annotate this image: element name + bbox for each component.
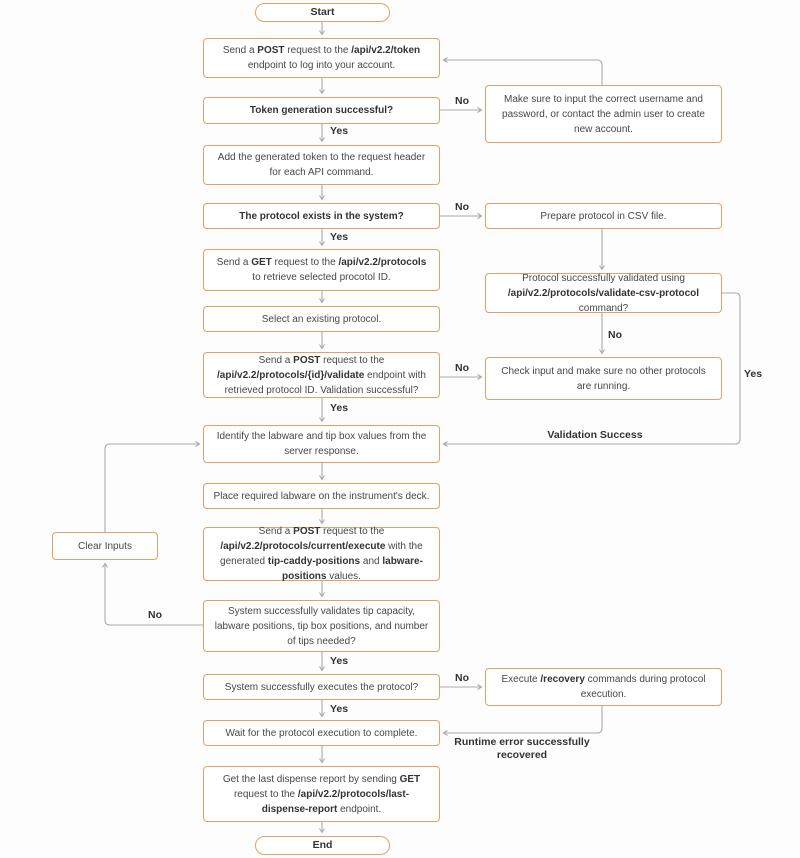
label-yes-protocol-exists: Yes bbox=[330, 231, 349, 243]
node-start: Start bbox=[255, 3, 390, 22]
node-get-report: Get the last dispense report by sending … bbox=[203, 766, 440, 822]
node-place-labware: Place required labware on the instrument… bbox=[203, 483, 440, 509]
node-prepare-csv: Prepare protocol in CSV file. bbox=[485, 203, 722, 229]
label-no-system-validates: No bbox=[148, 609, 162, 621]
label-no-protocol-exists: No bbox=[455, 201, 469, 213]
label-no-csv-validated: No bbox=[608, 329, 622, 341]
connector bbox=[442, 57, 603, 85]
node-post-validate-decision: Send a POST request to the /api/v2.2/pro… bbox=[203, 352, 440, 398]
node-add-token: Add the generated token to the request h… bbox=[203, 145, 440, 185]
node-check-input: Check input and make sure no other proto… bbox=[485, 357, 722, 400]
connector bbox=[442, 706, 603, 736]
label-no-token-branch: No bbox=[455, 95, 469, 107]
node-end: End bbox=[255, 836, 390, 855]
node-system-validates-decision: System successfully validates tip capaci… bbox=[203, 600, 440, 652]
label-yes-post-validate: Yes bbox=[330, 402, 349, 414]
label-yes-csv-validated: Yes bbox=[744, 368, 763, 380]
label-yes-system-validates: Yes bbox=[330, 655, 349, 667]
node-csv-validated-decision: Protocol successfully validated using /a… bbox=[485, 273, 722, 314]
label-validation-success: Validation Success bbox=[547, 429, 643, 441]
node-post-execute: Send a POST request to the /api/v2.2/pro… bbox=[203, 526, 440, 582]
node-identify-labware: Identify the labware and tip box values … bbox=[203, 425, 440, 463]
label-no-system-executes: No bbox=[455, 672, 469, 684]
node-fix-credentials: Make sure to input the correct username … bbox=[485, 85, 722, 143]
node-system-executes-decision: System successfully executes the protoco… bbox=[203, 674, 440, 700]
label-runtime-error-recovered: Runtime error successfully recovered bbox=[454, 736, 590, 762]
node-clear-inputs: Clear Inputs bbox=[52, 532, 158, 560]
node-select-protocol: Select an existing protocol. bbox=[203, 306, 440, 332]
label-yes-system-executes: Yes bbox=[330, 703, 349, 715]
label-no-post-validate: No bbox=[455, 362, 469, 374]
node-token-success-decision: Token generation successful? bbox=[203, 97, 440, 124]
label-yes-token-branch: Yes bbox=[330, 125, 349, 137]
node-get-protocols: Send a GET request to the /api/v2.2/prot… bbox=[203, 249, 440, 291]
node-protocol-exists-decision: The protocol exists in the system? bbox=[203, 203, 440, 229]
node-post-token: Send a POST request to the /api/v2.2/tok… bbox=[203, 38, 440, 78]
node-wait-complete: Wait for the protocol execution to compl… bbox=[203, 720, 440, 746]
connector bbox=[104, 441, 201, 532]
node-recovery: Execute /recovery commands during protoc… bbox=[485, 668, 722, 706]
